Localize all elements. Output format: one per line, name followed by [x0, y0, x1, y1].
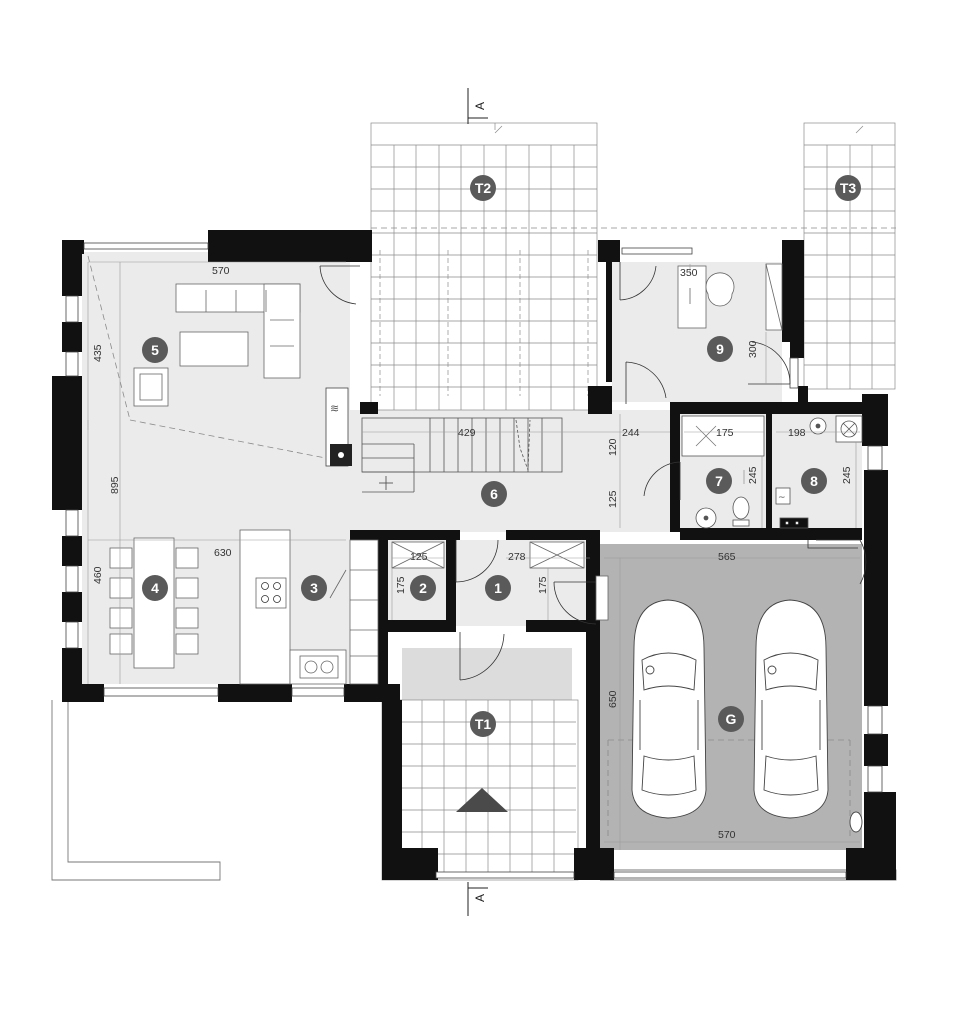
dimension-lines [87, 261, 860, 850]
room-badge-g [718, 706, 744, 732]
dim-bath-width: 175 [716, 427, 734, 439]
car-right [753, 599, 829, 819]
dim-entry-depth: 175 [537, 576, 549, 594]
dim-entry-width: 278 [508, 551, 526, 563]
cooktop [255, 577, 287, 609]
dim-living-depth: 435 [92, 344, 104, 362]
room-label-5: 5 [151, 342, 159, 358]
room-label-t2: T2 [475, 180, 492, 196]
terrace-t2 [370, 122, 598, 411]
room-label-t3: T3 [840, 180, 857, 196]
washing-machine [835, 415, 863, 443]
car-left [631, 599, 707, 819]
dim-dining-depth: 460 [92, 566, 104, 584]
room-badge-t1 [470, 711, 496, 737]
dining-table [133, 537, 175, 669]
wardrobes [391, 541, 609, 621]
svg-text:~: ~ [778, 493, 786, 503]
dim-hall-depth-lower: 125 [607, 490, 619, 508]
section-marker-bottom: A [467, 882, 488, 916]
desk [677, 265, 707, 329]
svg-text:≋: ≋ [330, 402, 339, 415]
room-badge-9 [707, 336, 733, 362]
room-badge-6 [481, 481, 507, 507]
dim-kitchen-width: 630 [214, 547, 232, 559]
garage-cars [631, 599, 863, 833]
dim-living-width: 570 [212, 265, 230, 277]
room-badge-7 [706, 468, 732, 494]
walls [52, 230, 896, 880]
room-labels: 1 2 3 4 5 6 7 8 9 G T1 T2 T3 [142, 175, 861, 737]
room-label-1: 1 [494, 580, 502, 596]
dim-utility-depth: 245 [841, 466, 853, 484]
terrace-t3 [803, 122, 896, 390]
room-label-9: 9 [716, 341, 724, 357]
entrance-arrow-icon [456, 788, 508, 812]
room-label-8: 8 [810, 473, 818, 489]
room-hall-fill [350, 410, 680, 532]
dim-garage-width-bottom: 570 [718, 829, 736, 841]
room-label-3: 3 [310, 580, 318, 596]
dim-closet-width: 125 [410, 551, 428, 563]
room-badge-4 [142, 575, 168, 601]
dimension-labels: 570 435 895 460 630 429 244 120 125 350 … [92, 265, 853, 841]
fireplace: ≋ [325, 387, 352, 467]
coffee-table [179, 331, 249, 367]
dim-utility-width: 198 [788, 427, 806, 439]
section-label-top: A [473, 102, 487, 110]
office-furniture [677, 263, 783, 331]
room-label-7: 7 [715, 473, 723, 489]
room-label-g: G [726, 711, 737, 727]
toilet [732, 496, 750, 520]
shower [681, 415, 765, 457]
dim-garage-depth: 650 [607, 690, 619, 708]
room-label-2: 2 [419, 580, 427, 596]
doors [319, 262, 867, 681]
dim-garage-width-top: 565 [718, 551, 736, 563]
windows [65, 242, 883, 879]
living-furniture [133, 283, 301, 407]
room-badge-2 [410, 575, 436, 601]
dim-closet-depth: 175 [395, 576, 407, 594]
bath-fixtures [681, 415, 765, 529]
dim-office-width: 350 [680, 267, 698, 279]
dim-office-depth: 300 [747, 340, 759, 358]
room-badge-t2 [470, 175, 496, 201]
kitchen [239, 529, 379, 685]
room-badge-1 [485, 575, 511, 601]
garden-outline [51, 700, 221, 881]
room-badge-5 [142, 337, 168, 363]
staircase [361, 417, 563, 493]
dim-hall-width: 244 [622, 427, 640, 439]
section-marker-top: A [467, 88, 488, 124]
terrace-t1-hatch [402, 648, 572, 700]
dim-left-total: 895 [109, 476, 121, 494]
office-chair [705, 272, 735, 307]
dim-stair-width: 429 [458, 427, 476, 439]
room-label-4: 4 [151, 580, 159, 596]
dim-hall-depth-upper: 120 [607, 438, 619, 456]
room-label-t1: T1 [475, 716, 492, 732]
dining-furniture [109, 537, 199, 669]
dim-bath-depth: 245 [747, 466, 759, 484]
room-badge-t3 [835, 175, 861, 201]
room-badge-8 [801, 468, 827, 494]
section-label-bottom: A [473, 894, 487, 902]
kitchen-sink [299, 655, 339, 679]
utility-fixtures: ~ [775, 415, 863, 529]
room-label-6: 6 [490, 486, 498, 502]
room-badge-3 [301, 575, 327, 601]
